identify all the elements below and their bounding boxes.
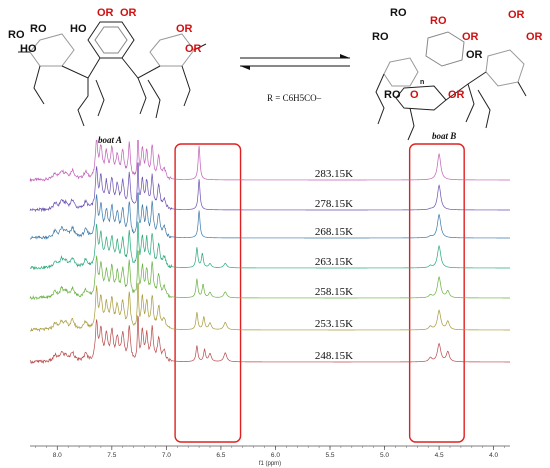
- group-or: OR: [508, 9, 525, 21]
- group-ho: HO: [20, 43, 37, 55]
- series-temperature-label: 263.15K: [315, 256, 353, 268]
- x-tick-label: 7.5: [107, 452, 116, 459]
- x-tick-label: 6.5: [216, 452, 225, 459]
- group-or: OR: [97, 7, 114, 19]
- group-or: OR: [448, 89, 465, 101]
- boat-a-groups: RO RO HO HO OR OR OR OR: [8, 7, 202, 55]
- group-ro: RO: [390, 7, 407, 19]
- group-ro: RO: [8, 29, 25, 41]
- x-axis-label: f1 (ppm): [259, 461, 281, 467]
- x-axis: 8.0 7.5 7.0 6.5 6.0 5.5 5.0 4.5 4.0: [30, 445, 510, 459]
- highlight-box: [174, 143, 242, 443]
- x-tick-label: 4.5: [435, 452, 444, 459]
- spectrum-trace: [29, 250, 510, 301]
- group-or: OR: [526, 31, 543, 43]
- group-n: n: [420, 79, 424, 86]
- group-or: OR: [176, 23, 193, 35]
- spectrum-trace: [29, 220, 510, 271]
- series-temperature-label: 283.15K: [315, 168, 353, 180]
- spectrum-trace: [29, 162, 510, 213]
- group-ro: RO: [372, 31, 389, 43]
- equilibrium-arrows: [240, 54, 350, 70]
- spectrum-trace: [29, 315, 510, 365]
- x-tick-label: 4.0: [489, 452, 498, 459]
- x-tick-label: 6.0: [271, 452, 280, 459]
- reaction-scheme: RO RO HO HO OR OR OR OR boat A R = C6H5C…: [8, 7, 543, 145]
- group-or: OR: [466, 49, 483, 61]
- highlight-box: [408, 143, 465, 443]
- boat-b-groups: RO RO RO OR OR OR OR RO O OR n: [372, 7, 543, 101]
- group-ro: RO: [384, 89, 401, 101]
- boat-a-label: boat A: [98, 135, 122, 145]
- group-ro: RO: [430, 15, 447, 27]
- group-ho: HO: [70, 23, 87, 35]
- x-tick-label: 7.0: [162, 452, 171, 459]
- series-temperature-label: 258.15K: [315, 286, 353, 298]
- spectra-layer: 283.15K 278.15K 268.15K 263.15K 258.15K 253.1…: [29, 140, 510, 365]
- x-tick-label: 8.0: [53, 452, 62, 459]
- boat-b-label: boat B: [432, 131, 456, 141]
- r-definition: R = C6H5CO–: [267, 93, 322, 103]
- x-tick-label: 5.5: [325, 452, 334, 459]
- boat-b-structure: [375, 31, 527, 141]
- series-temperature-label: 278.15K: [315, 198, 353, 210]
- spectrum-trace: [29, 192, 510, 241]
- group-or: OR: [462, 31, 479, 43]
- highlight-layer: [174, 143, 465, 443]
- group-or: OR: [120, 7, 137, 19]
- series-temperature-label: 253.15K: [315, 318, 353, 330]
- group-or: OR: [185, 43, 202, 55]
- series-temperature-label: 268.15K: [315, 226, 353, 238]
- group-o: O: [410, 89, 419, 101]
- nmr-spectra-chart: 283.15K 278.15K 268.15K 263.15K 258.15K 253.1…: [29, 140, 510, 467]
- group-or: RO: [30, 23, 47, 35]
- spectrum-trace: [29, 282, 510, 333]
- series-temperature-label: 248.15K: [315, 350, 353, 362]
- boat-a-structure: [18, 21, 207, 127]
- x-tick-label: 5.0: [380, 452, 389, 459]
- spectrum-trace: [29, 140, 510, 183]
